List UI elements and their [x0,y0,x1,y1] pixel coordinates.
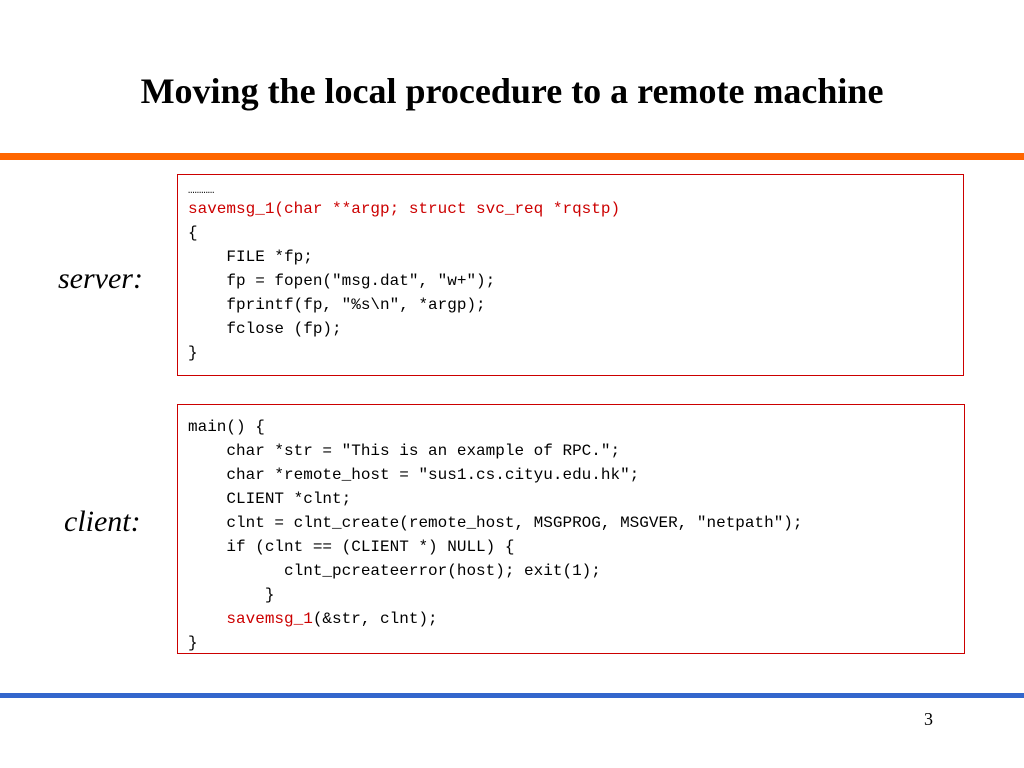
client-code-box: main() { char *str = "This is an example… [177,404,965,654]
client-call-line: savemsg_1(&str, clnt); [188,607,964,631]
remote-call-args: (&str, clnt); [312,610,438,628]
remote-call-name: savemsg_1 [226,610,313,628]
ellipsis-line: ………… [188,185,215,197]
slide-title: Moving the local procedure to a remote m… [140,71,884,111]
client-code-line: main() { [188,418,265,436]
server-code-line: } [188,344,198,362]
server-code-line: savemsg_1(char **argp; struct svc_req *r… [188,200,621,218]
client-code-line: } [188,586,275,604]
client-code-line: } [188,634,198,652]
client-code-line: char *str = "This is an example of RPC."… [188,442,621,460]
server-label: server: [58,262,143,295]
client-code-line: char *remote_host = "sus1.cs.cityu.edu.h… [188,466,640,484]
server-code-box: ………… savemsg_1(char **argp; struct svc_r… [177,174,964,376]
server-code-line: fclose (fp); [188,320,342,338]
page-number: 3 [924,709,933,729]
client-code-line: if (clnt == (CLIENT *) NULL) { [188,538,515,556]
client-code-line: CLIENT *clnt; [188,490,352,508]
server-code-line: { [188,224,198,242]
client-label: client: [64,505,141,538]
call-indent [188,610,226,628]
server-code-line: fprintf(fp, "%s\n", *argp); [188,296,486,314]
server-code-line: fp = fopen("msg.dat", "w+"); [188,272,496,290]
client-code-line: clnt = clnt_create(remote_host, MSGPROG,… [188,514,803,532]
server-code-line: FILE *fp; [188,248,313,266]
top-divider [0,153,1024,160]
client-code-line: clnt_pcreateerror(host); exit(1); [188,562,601,580]
bottom-divider [0,693,1024,698]
